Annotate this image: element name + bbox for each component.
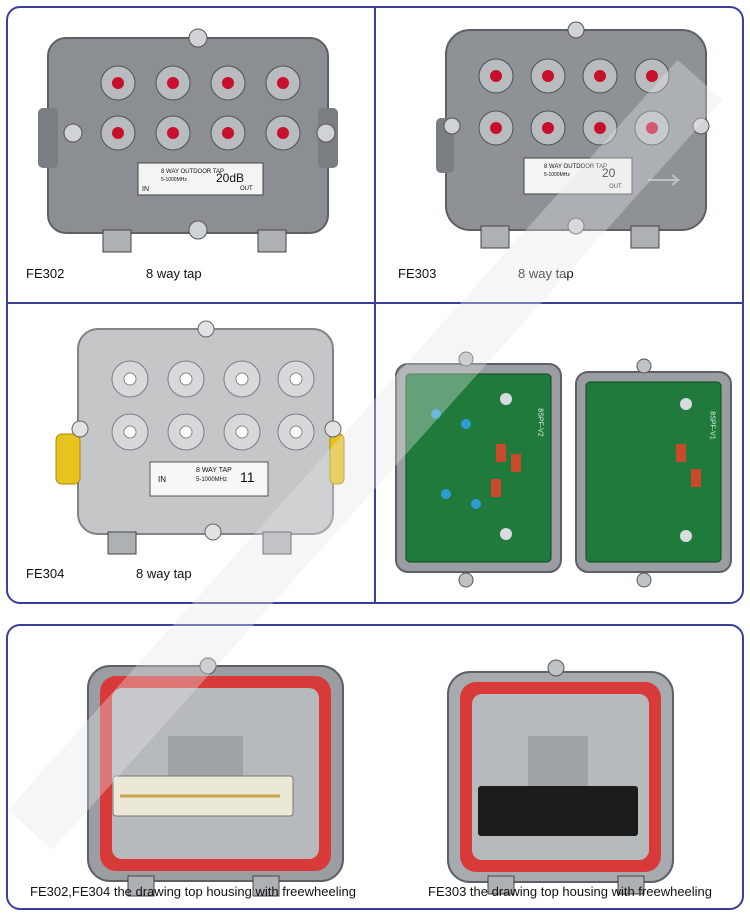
fe302-label-in: IN [142,186,149,193]
fe303-label-out: OUT [609,184,622,190]
fe303-label-main: 8 WAY OUTDOOR TAP [544,164,608,170]
fe302-tap-image [38,28,338,253]
fe302-label-value: 20dB [216,171,245,185]
fe304-label-value: 11 [240,469,255,485]
fe302-description: 8 way tap [146,266,202,281]
fe303-arrow-icon [648,174,681,186]
fe302-label-main: 8 WAY OUTDOOR TAP [161,169,225,175]
fe304-label-in: IN [158,475,166,484]
fe303-label-value: 20 [602,166,616,180]
product-cell-fe303: 8 WAY OUTDOOR TAP 5-1000MHz 20 OUT FE303… [376,8,742,302]
pcb-boards-image [395,351,732,588]
grid-divider-vertical [374,8,376,602]
fe303-description: 8 way tap [518,266,574,281]
fe304-model: FE304 [26,566,65,581]
fe303-tap-image [436,21,710,249]
housing-panel: FE302,FE304 the drawing top housing with… [6,624,744,910]
fe303-label-sub: 5-1000MHz [544,172,570,178]
fe304-label-sub: 5-1000MHz [196,477,228,483]
pcb-left-label: 8SPF-V2 [536,408,544,437]
product-grid-panel: 8 WAY OUTDOOR TAP 5-1000MHz 20dB IN OUT … [6,6,744,604]
left-housing-caption: FE302,FE304 the drawing top housing with… [30,884,356,899]
fe302-label-out: OUT [240,186,253,192]
right-housing-caption: FE303 the drawing top housing with freew… [428,884,713,899]
fe302-model: FE302 [26,266,65,281]
fe303-model: FE303 [398,266,437,281]
grid-divider-horizontal [8,302,742,304]
pcb-right-label: 8SPF-V1 [708,411,716,440]
product-cell-pcb: 8SPF-V2 8SPF-V1 [376,304,742,602]
housing-images [87,657,674,897]
product-cell-fe304: IN 8 WAY TAP 5-1000MHz 11 FE304 8 way ta… [8,304,374,602]
product-cell-fe302: 8 WAY OUTDOOR TAP 5-1000MHz 20dB IN OUT … [8,8,374,302]
fe304-label-main: 8 WAY TAP [196,467,232,474]
fe302-label-sub: 5-1000MHz [161,177,187,183]
fe304-description: 8 way tap [136,566,192,581]
fe304-tap-image [55,320,345,555]
